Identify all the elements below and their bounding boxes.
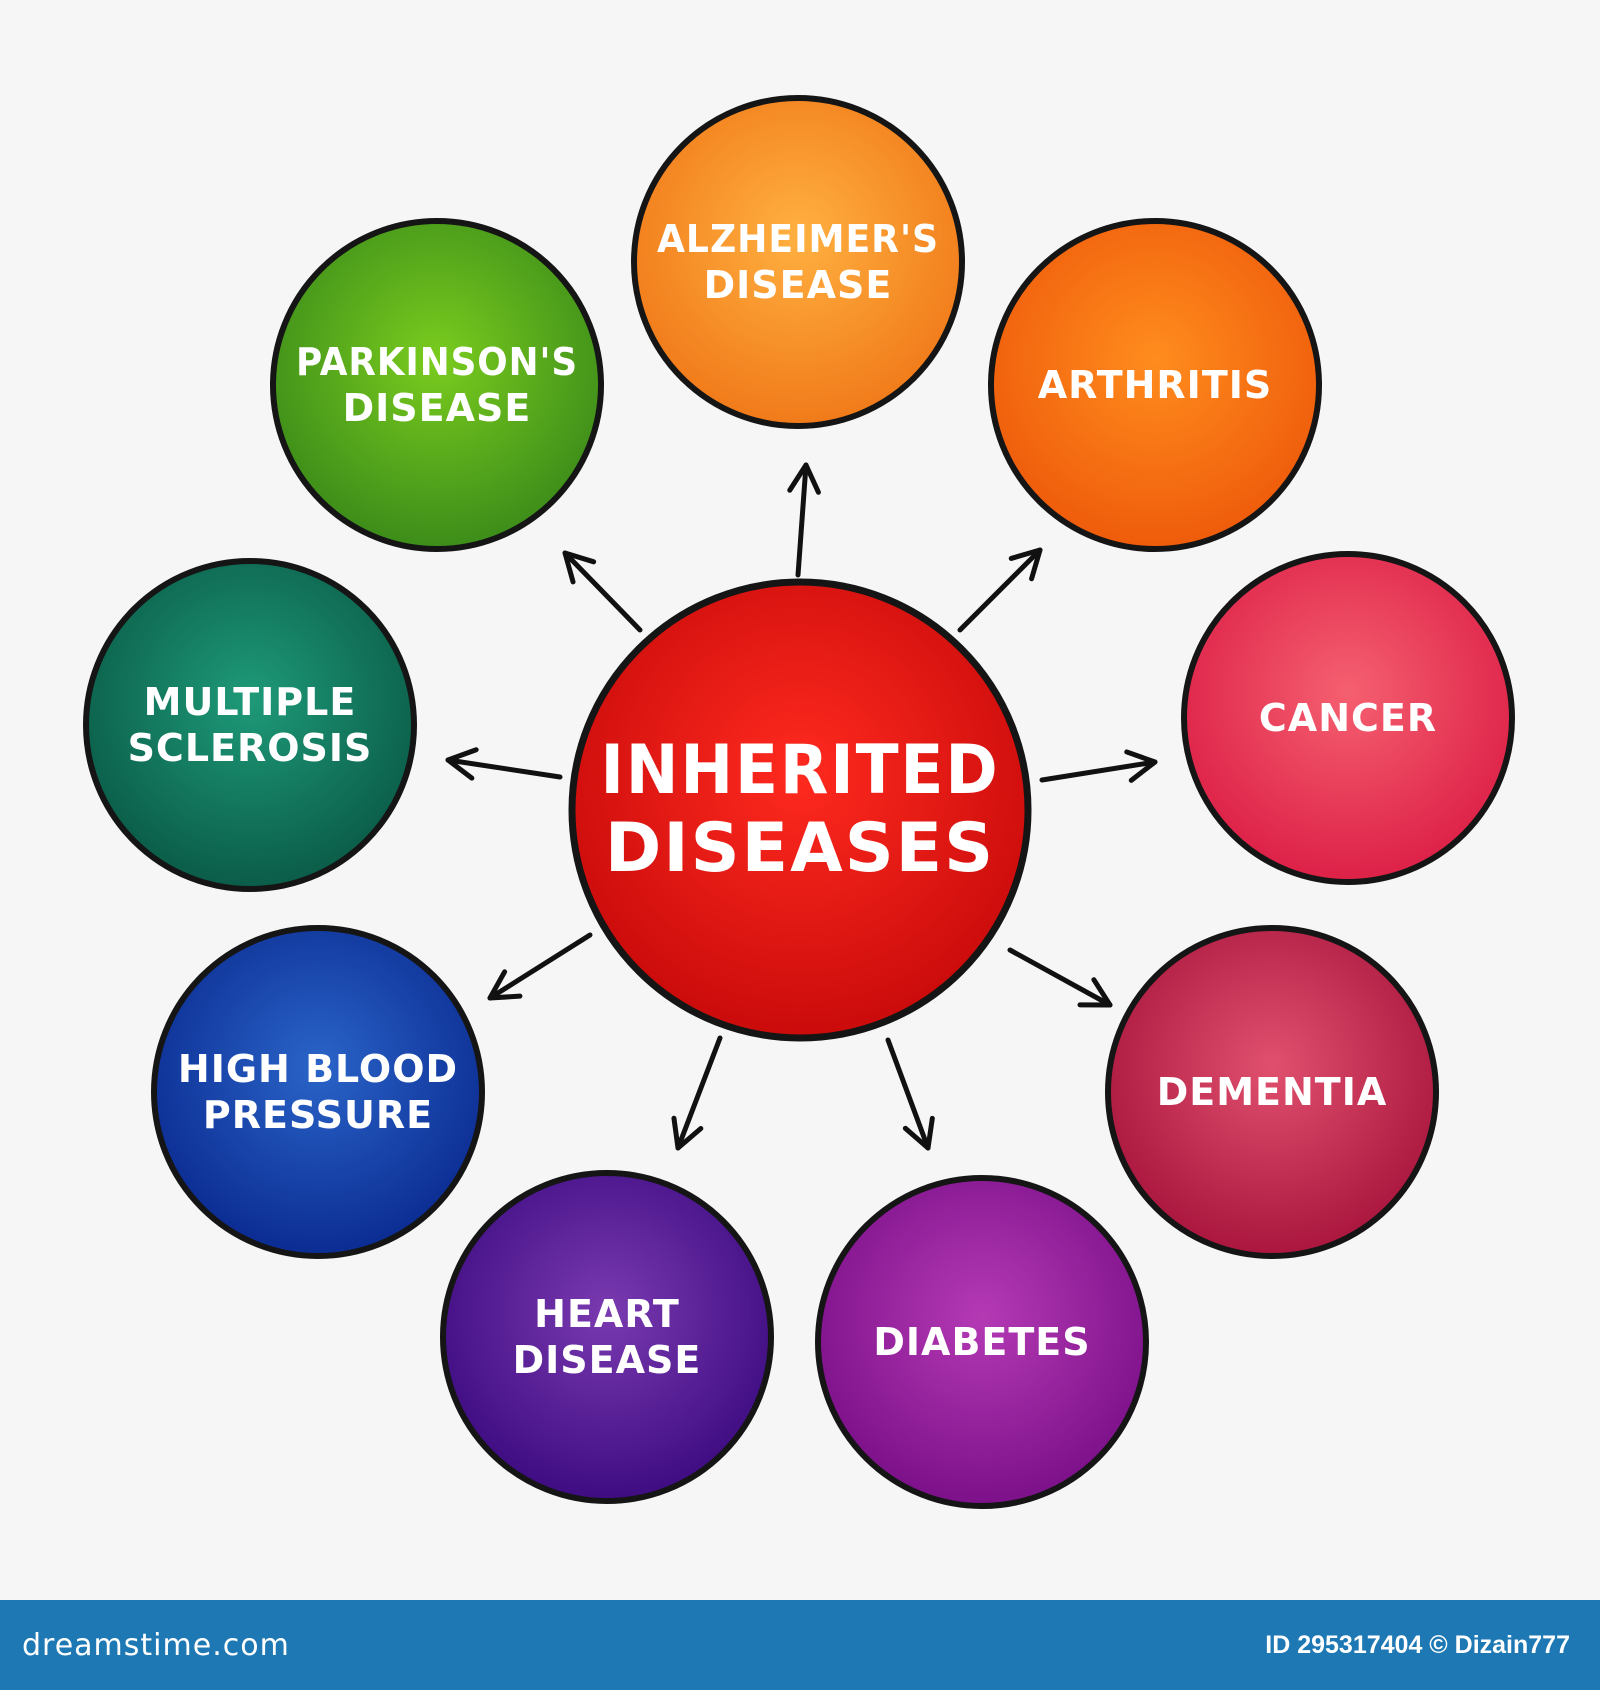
node-label: SCLEROSIS xyxy=(128,726,373,770)
node-label: ALZHEIMER'S xyxy=(657,217,939,261)
node-circle xyxy=(270,218,604,552)
node-label: DIABETES xyxy=(873,1320,1090,1364)
arrow xyxy=(957,547,1043,633)
arrow xyxy=(885,1037,935,1151)
node-label: CANCER xyxy=(1259,696,1437,740)
arrow xyxy=(562,550,643,633)
footer-bar: dreamstime.com ID 295317404 © Dizain777 xyxy=(0,1600,1600,1690)
node-diabetes: DIABETES xyxy=(815,1175,1149,1509)
arrow xyxy=(1039,749,1158,783)
node-cancer: CANCER xyxy=(1181,551,1515,885)
footer-credit: ID 295317404 © Dizain777 xyxy=(1265,1630,1570,1659)
center-circle xyxy=(568,578,1032,1042)
node-circle xyxy=(988,218,1322,552)
node-arthritis: ARTHRITIS xyxy=(988,218,1322,552)
arrow xyxy=(671,1035,723,1151)
outer-nodes: ALZHEIMER'SDISEASEARTHRITISCANCERDEMENTI… xyxy=(83,95,1515,1509)
arrows xyxy=(445,462,1158,1151)
arrow xyxy=(445,747,563,781)
node-circle xyxy=(440,1170,774,1504)
mind-map: ALZHEIMER'SDISEASEARTHRITISCANCERDEMENTI… xyxy=(83,95,1515,1509)
arrow xyxy=(487,932,593,1001)
center-label: DISEASES xyxy=(605,809,995,888)
node-label: HIGH BLOOD xyxy=(178,1047,458,1091)
node-label: PRESSURE xyxy=(203,1093,433,1137)
footer-site: dreamstime.com xyxy=(22,1627,290,1663)
node-label: ARTHRITIS xyxy=(1038,363,1273,407)
node-circle xyxy=(1181,551,1515,885)
arrow xyxy=(787,462,821,578)
center-label: INHERITED xyxy=(601,731,1000,810)
node-label: HEART xyxy=(534,1292,680,1336)
arrow xyxy=(1007,947,1113,1008)
node-circle xyxy=(815,1175,1149,1509)
node-label: DEMENTIA xyxy=(1157,1070,1388,1114)
node-circle xyxy=(631,95,965,429)
node-circle xyxy=(151,925,485,1259)
node-label: DISEASE xyxy=(513,1338,702,1382)
node-circle xyxy=(83,558,417,892)
node-label: DISEASE xyxy=(343,386,532,430)
node-label: MULTIPLE xyxy=(144,680,357,724)
node-dementia: DEMENTIA xyxy=(1105,925,1439,1259)
node-label: PARKINSON'S xyxy=(296,340,578,384)
node-label: DISEASE xyxy=(704,263,893,307)
node-circle xyxy=(1105,925,1439,1259)
